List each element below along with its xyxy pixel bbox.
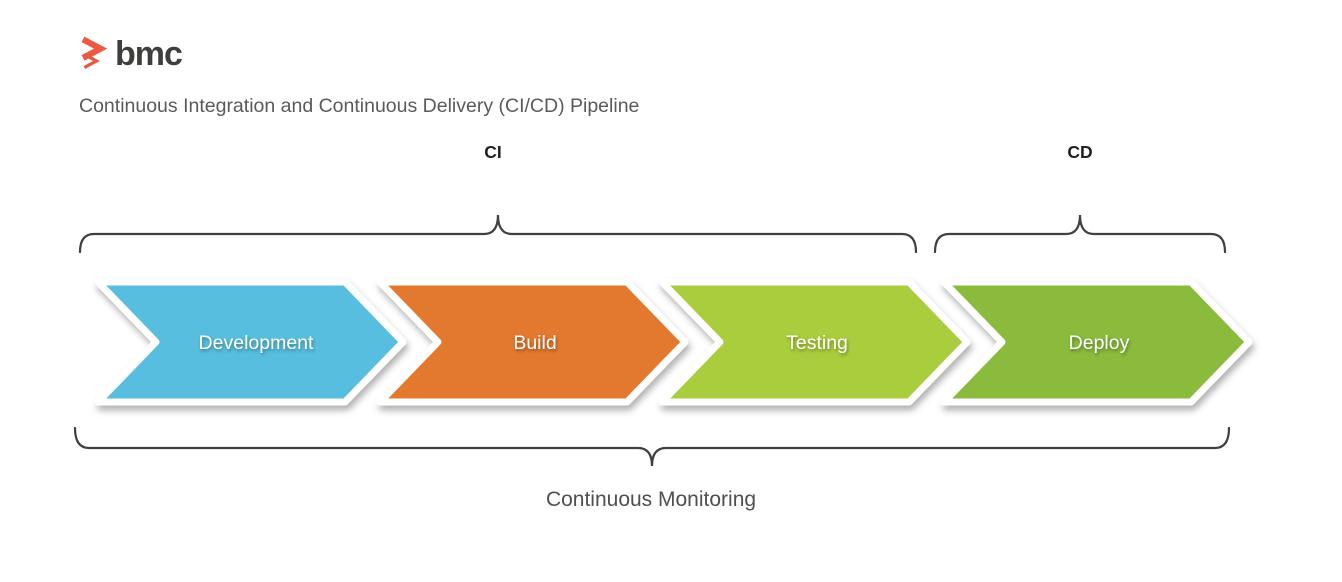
diagram-title: Continuous Integration and Continuous De… bbox=[79, 95, 640, 117]
cd-brace bbox=[933, 214, 1227, 254]
stage-label-deploy: Deploy bbox=[1069, 332, 1130, 354]
stage-chevron-testing bbox=[658, 278, 971, 406]
bmc-logo-text: bmc bbox=[115, 35, 183, 73]
stage-chevron-deploy bbox=[940, 278, 1253, 406]
pipeline-stages: Development Build Testing Deploy bbox=[94, 278, 1253, 406]
bmc-logo: bmc bbox=[80, 35, 183, 73]
cd-group-label: CD bbox=[1067, 142, 1093, 162]
stage-chevron-development bbox=[94, 278, 407, 406]
bmc-logo-icon bbox=[81, 36, 108, 69]
ci-brace bbox=[78, 214, 918, 254]
stage-label-build: Build bbox=[513, 332, 556, 354]
stage-label-development: Development bbox=[199, 332, 314, 354]
monitoring-label: Continuous Monitoring bbox=[545, 488, 757, 511]
stage-label-testing: Testing bbox=[786, 332, 848, 354]
ci-group-label: CI bbox=[484, 142, 502, 162]
stage-chevron-build bbox=[376, 278, 689, 406]
monitoring-brace bbox=[73, 426, 1231, 467]
